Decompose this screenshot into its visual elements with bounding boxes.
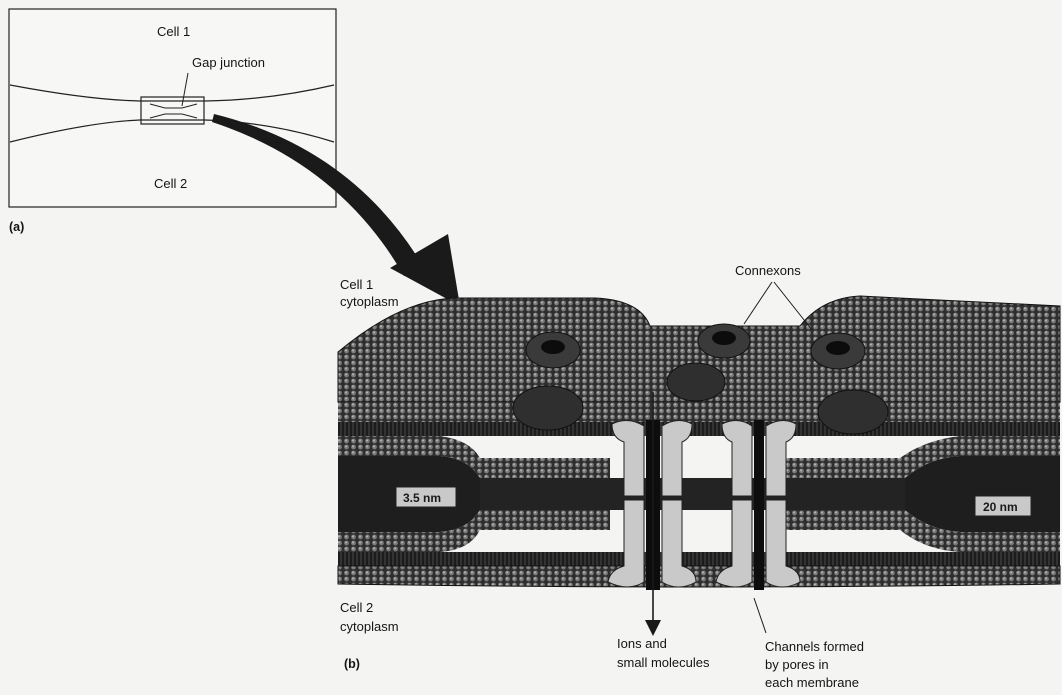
channels-label-line3: each membrane [765,675,859,690]
membrane-scale-label: 20 nm [983,500,1018,514]
gap-scale-label: 3.5 nm [403,491,441,505]
cell2-cytoplasm-line2: cytoplasm [340,619,399,634]
connexon-pore [712,331,736,345]
intercellular-gap-right [905,456,1060,532]
cell2-membrane-outer [338,566,1060,587]
panel-b-label: (b) [344,657,360,671]
panel-a-label: (a) [9,220,24,234]
connexons-leader-right [774,282,812,330]
connexon-pore [541,340,565,354]
channels-leader [754,598,766,633]
gap-junction-label: Gap junction [192,55,265,70]
connexons-leader-left [744,282,772,324]
connexon [818,390,888,434]
narrow-gap [480,478,905,510]
cell2-membrane-tails [338,552,1060,566]
cell1-membrane-tails [338,422,1060,436]
cell1-label: Cell 1 [157,24,190,39]
ions-label-line1: Ions and [617,636,667,651]
cell1-membrane-outer [338,402,1060,422]
connexon [513,386,583,430]
connexon [667,363,725,401]
panel-a: Cell 1 Gap junction Cell 2 (a) [9,9,336,234]
connexons-label: Connexons [735,263,801,278]
channels-label-line2: by pores in [765,657,829,672]
channels-label-line1: Channels formed [765,639,864,654]
connexon-pore [826,341,850,355]
ions-label-line2: small molecules [617,655,710,670]
panel-b: 3.5 nm 20 nm Connexons Cell 1 cytoplasm … [338,263,1060,690]
channel-pore-right [754,420,764,590]
cell1-cytoplasm-line2: cytoplasm [340,294,399,309]
cell2-label: Cell 2 [154,176,187,191]
cell2-cytoplasm-line1: Cell 2 [340,600,373,615]
cell1-cytoplasm-line1: Cell 1 [340,277,373,292]
